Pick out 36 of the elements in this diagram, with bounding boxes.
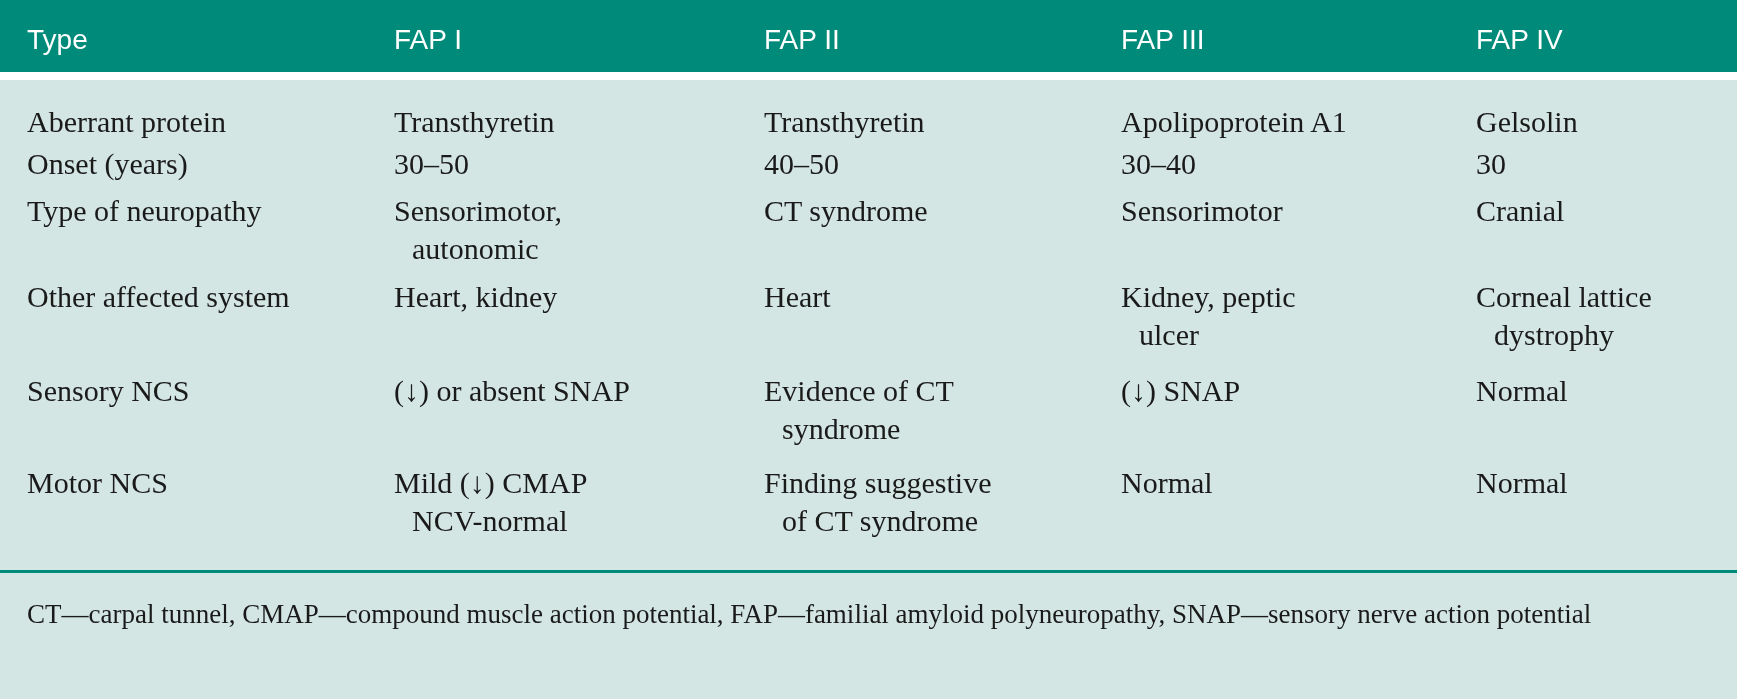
- table-value: Kidney, peptic ulcer: [1121, 279, 1297, 353]
- column-header: Type: [27, 23, 88, 57]
- table-value: Finding suggestive of CT syndrome: [764, 465, 993, 539]
- table-value: Normal: [1476, 465, 1569, 501]
- row-header: Motor NCS: [27, 465, 169, 501]
- row-header: Other affected system: [27, 279, 291, 315]
- row-header: Aberrant protein: [27, 104, 228, 140]
- table-value: 30: [1476, 146, 1507, 182]
- table-value: 40–50: [764, 146, 840, 182]
- table-value: 30–40: [1121, 146, 1197, 182]
- footnote: CT—carpal tunnel, CMAP—compound muscle action potential, FAP—familial amyloid polyneuropathy, SNAP—sensory nerve action potential: [27, 600, 1593, 628]
- table-value: Apolipoprotein A1: [1121, 104, 1348, 140]
- table-value: Mild (↓) CMAP NCV-normal: [394, 465, 588, 539]
- table-value: Sensorimotor, autonomic: [394, 193, 563, 267]
- table-value: Sensorimotor: [1121, 193, 1284, 229]
- table-value: Corneal lattice dystrophy: [1476, 279, 1653, 353]
- row-header: Sensory NCS: [27, 373, 191, 409]
- table-value: Evidence of CT syndrome: [764, 373, 955, 447]
- table-value: Normal: [1476, 373, 1569, 409]
- table-value: Heart, kidney: [394, 279, 559, 315]
- column-header: FAP II: [764, 23, 840, 57]
- table-value: (↓) or absent SNAP: [394, 373, 631, 409]
- table-value: 30–50: [394, 146, 470, 182]
- table-value: Normal: [1121, 465, 1214, 501]
- table-value: CT syndrome: [764, 193, 929, 229]
- table-value: Cranial: [1476, 193, 1566, 229]
- table-value: Gelsolin: [1476, 104, 1579, 140]
- row-header: Type of neuropathy: [27, 193, 263, 229]
- column-header: FAP III: [1121, 23, 1205, 57]
- column-header: FAP IV: [1476, 23, 1563, 57]
- column-header: FAP I: [394, 23, 462, 57]
- table-value: (↓) SNAP: [1121, 373, 1242, 409]
- table-value: Transthyretin: [394, 104, 556, 140]
- table-value: Transthyretin: [764, 104, 926, 140]
- row-header: Onset (years): [27, 146, 189, 182]
- table-value: Heart: [764, 279, 832, 315]
